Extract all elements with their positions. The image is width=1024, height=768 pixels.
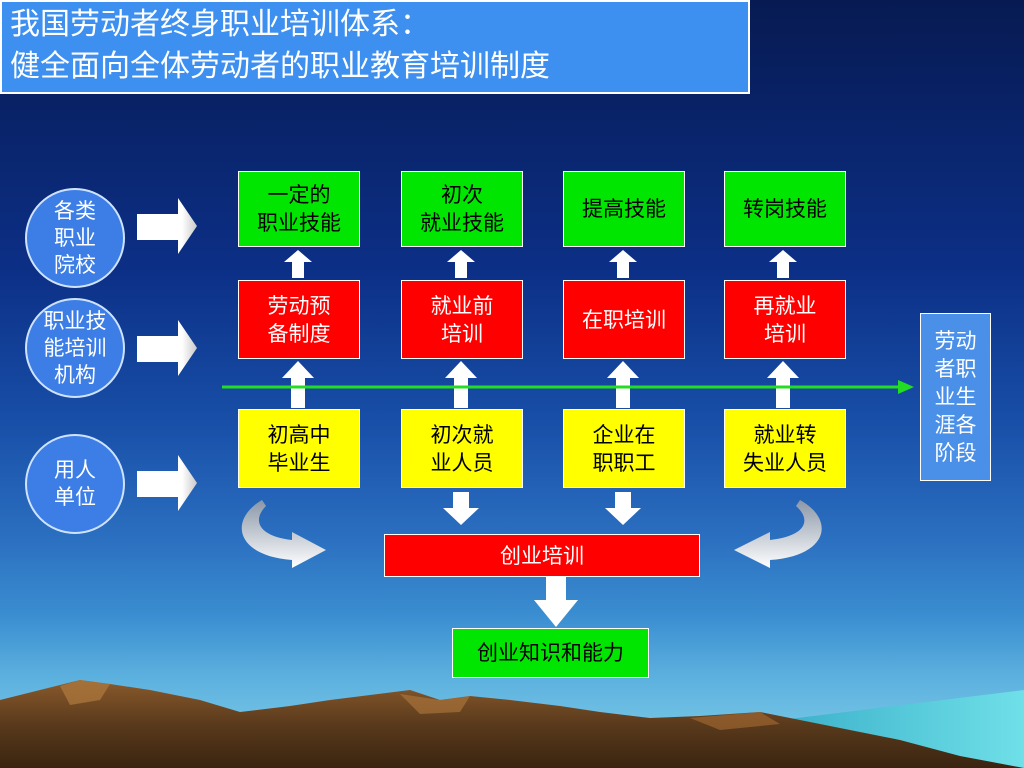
up-arrow-1a (284, 250, 312, 278)
training-box-reemployment: 再就业 培训 (724, 280, 846, 359)
slide-title: 我国劳动者终身职业培训体系： 健全面向全体劳动者的职业教育培训制度 (0, 0, 750, 94)
up-arrow-4a (769, 250, 797, 278)
up-arrow-2a (447, 250, 475, 278)
circle-arrow-3 (137, 455, 197, 511)
up-arrow-3a (609, 250, 637, 278)
career-stage-box: 劳动 者职 业生 涯各 阶段 (920, 313, 991, 481)
up-arrow-4b (767, 361, 799, 408)
down-arrow-2 (443, 492, 479, 525)
training-box-pre-employment: 就业前 培训 (401, 280, 523, 359)
training-box-on-the-job: 在职培训 (563, 280, 685, 359)
up-arrow-2b (445, 361, 477, 408)
skill-box-initial-employment: 初次 就业技能 (401, 171, 523, 247)
skill-box-job-transfer: 转岗技能 (724, 171, 846, 247)
skill-box-improve: 提高技能 (563, 171, 685, 247)
title-line-1: 我国劳动者终身职业培训体系： (10, 7, 430, 42)
people-box-employees: 企业在 职职工 (563, 409, 685, 488)
circle-employers: 用人 单位 (25, 434, 125, 534)
title-line-2: 健全面向全体劳动者的职业教育培训制度 (10, 49, 550, 84)
training-box-preparatory: 劳动预 备制度 (238, 280, 360, 359)
up-arrow-1b (282, 361, 314, 408)
up-arrow-3b (607, 361, 639, 408)
down-arrow-3 (605, 492, 641, 525)
people-box-first-employed: 初次就 业人员 (401, 409, 523, 488)
people-box-graduates: 初高中 毕业生 (238, 409, 360, 488)
down-arrow-result (534, 577, 578, 627)
entrepreneurship-result-box: 创业知识和能力 (452, 628, 649, 678)
people-box-unemployed: 就业转 失业人员 (724, 409, 846, 488)
mountain-range (0, 680, 1024, 768)
entrepreneurship-training-box: 创业培训 (384, 534, 700, 577)
circle-arrow-1 (137, 198, 197, 254)
circle-training-institutions: 职业技 能培训 机构 (25, 298, 125, 398)
circle-arrow-2 (137, 320, 197, 376)
career-timeline-head (898, 380, 914, 394)
curved-arrow-left (241, 500, 326, 568)
skill-box-basic: 一定的 职业技能 (238, 171, 360, 247)
circle-vocational-colleges: 各类 职业 院校 (25, 188, 125, 288)
curved-arrow-right (734, 500, 822, 568)
